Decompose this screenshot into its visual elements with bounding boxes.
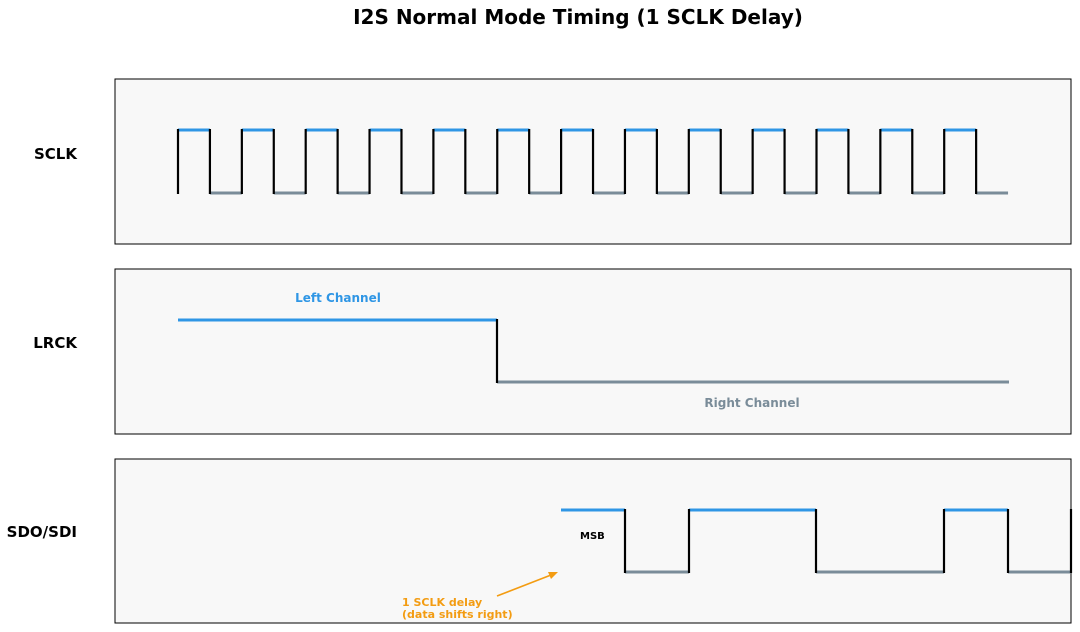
delay-annotation-line1: 1 SCLK delay — [402, 596, 482, 609]
diagram-title: I2S Normal Mode Timing (1 SCLK Delay) — [353, 5, 803, 29]
sdo-sdi-label: SDO/SDI — [7, 523, 77, 541]
msb-label: MSB — [580, 531, 605, 542]
left-channel-label: Left Channel — [295, 291, 381, 305]
right-channel-label: Right Channel — [704, 396, 799, 410]
sclk-waveform — [176, 128, 1009, 195]
lrck-panel — [114, 268, 1072, 435]
sclk-label: SCLK — [34, 145, 78, 163]
sdo-sdi-waveform — [561, 508, 1073, 574]
sdo-sdi-panel — [114, 458, 1072, 624]
lrck-label: LRCK — [33, 334, 78, 352]
delay-annotation-line2: (data shifts right) — [402, 608, 513, 621]
delay-arrow — [496, 572, 558, 597]
lrck-waveform — [178, 318, 1009, 384]
